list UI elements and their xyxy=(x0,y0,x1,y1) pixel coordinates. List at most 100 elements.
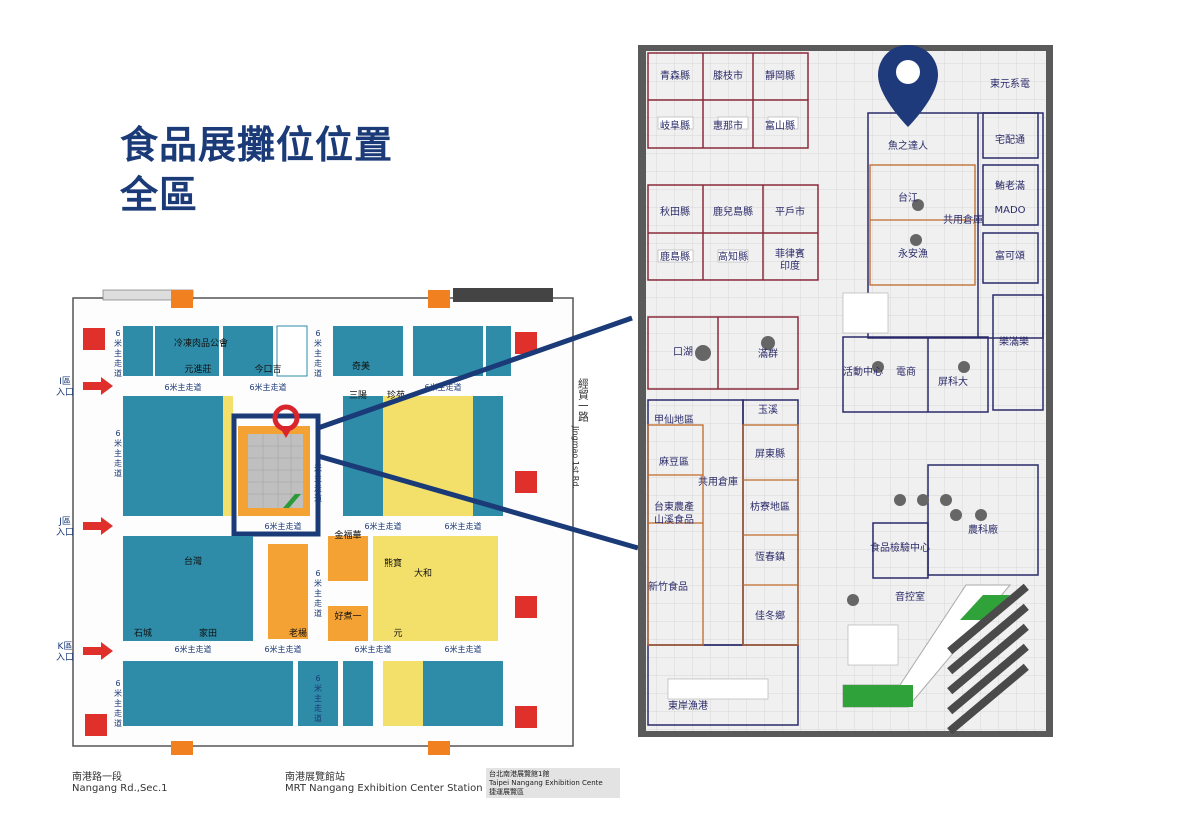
vertical-aisle-char: 道 xyxy=(114,718,122,728)
escalator-icon xyxy=(171,290,450,755)
booth-label: 山溪食品 xyxy=(654,513,694,526)
vertical-aisle-char: 6 xyxy=(315,454,320,463)
bottom-road-caption: 南港路一段 Nangang Rd.,Sec.1 xyxy=(72,772,167,794)
road-right-zh: 經貿一路 xyxy=(577,377,589,423)
entrance-label: K區 xyxy=(58,641,73,652)
vertical-aisle-char: 米 xyxy=(114,438,122,448)
booth-label: 大和 xyxy=(414,567,432,579)
hall-label-box: 台北南港展覽館1館 Taipei Nangang Exhibition Cent… xyxy=(486,768,620,798)
bottom-road-en: Nangang Rd.,Sec.1 xyxy=(72,783,168,794)
booth-label: 佳冬鄉 xyxy=(755,609,785,622)
booth-label: 東岸漁港 xyxy=(668,699,708,712)
prefecture-label: 平戶市 xyxy=(775,205,805,218)
vertical-aisle-char: 道 xyxy=(314,368,322,378)
booth-label: 屏東縣 xyxy=(755,447,785,460)
booth-label: 熊寶 xyxy=(384,557,402,569)
aisle-label: 6米主走道 xyxy=(424,382,461,392)
booth-label: 永安漁 xyxy=(898,247,928,260)
station-caption: 南港展覽館站 MRT Nangang Exhibition Center Sta… xyxy=(285,772,483,794)
vertical-aisle-char: 米 xyxy=(314,463,322,473)
booth-label: 老楊 xyxy=(289,627,307,639)
aisle-label: 6米主走道 xyxy=(264,644,301,654)
booth-label: 鮪老滿 xyxy=(995,179,1025,192)
aisle-label: 6米主走道 xyxy=(249,382,286,392)
prefecture-label: 靜岡縣 xyxy=(765,69,795,82)
booth-label: 活動中心 xyxy=(843,365,883,378)
booth-label: 元進莊 xyxy=(184,363,211,375)
booth-block-row3 xyxy=(123,536,498,641)
title-line-2: 全區 xyxy=(120,173,199,217)
vertical-aisle-char: 米 xyxy=(114,338,122,348)
vertical-aisle-char: 道 xyxy=(114,468,122,478)
prefecture-label: 青森縣 xyxy=(660,69,690,82)
booth-block-row4 xyxy=(123,661,503,726)
booth-label: 台灣 xyxy=(184,555,202,567)
booth-label: 魚之達人 xyxy=(888,139,928,152)
booth-label: 玉溪 xyxy=(758,404,778,416)
vertical-aisle-char: 主 xyxy=(314,588,322,598)
entrance-arrow-icon xyxy=(83,377,113,660)
booth-label: 甲仙地區 xyxy=(654,413,694,426)
prefecture-label: 秋田縣 xyxy=(660,205,690,218)
vertical-aisle-char: 6 xyxy=(315,674,320,683)
vertical-aisle-char: 6 xyxy=(315,569,320,578)
aisle-label: 6米主走道 xyxy=(174,644,211,654)
detail-labels: 青森縣膝枝市靜岡縣岐阜縣惠那市富山縣秋田縣鹿兒島縣平戶市鹿島縣高知縣菲律賓印度東… xyxy=(648,69,1030,712)
booth-label: 珍苑 xyxy=(387,389,405,401)
booth-label: 樂滿樂 xyxy=(999,335,1029,348)
prefecture-label: 印度 xyxy=(780,259,800,272)
booth-label: 滿群 xyxy=(758,347,778,360)
vertical-aisle-char: 走 xyxy=(114,459,122,468)
prefecture-label: 高知縣 xyxy=(718,250,748,263)
detail-floor-map[interactable]: 青森縣膝枝市靜岡縣岐阜縣惠那市富山縣秋田縣鹿兒島縣平戶市鹿島縣高知縣菲律賓印度東… xyxy=(638,45,1053,737)
vertical-aisle-char: 主 xyxy=(314,693,322,703)
vertical-aisle-char: 米 xyxy=(314,338,322,348)
vertical-aisle-char: 6 xyxy=(115,679,120,688)
booth-label: 石城 xyxy=(134,628,152,639)
hall-sub: 捷運展覽區 xyxy=(489,788,524,796)
booth-label: 口湖 xyxy=(673,346,693,358)
booth-label: MADO xyxy=(994,205,1025,216)
vertical-aisle-char: 主 xyxy=(314,348,322,358)
vertical-aisle-char: 走 xyxy=(314,359,322,368)
prefecture-label: 岐阜縣 xyxy=(660,119,690,132)
entrance-label: J區 xyxy=(58,516,71,527)
vertical-aisle-char: 走 xyxy=(114,709,122,718)
overview-floor-map[interactable]: 冷凍肉品公會元進莊奇美珍苑三陽今口吉金福華好煮一石城家田老楊熊寶台灣元大和 6米… xyxy=(43,286,588,756)
title-line-1: 食品展攤位位置 xyxy=(120,123,394,167)
prefecture-label: 鹿島縣 xyxy=(660,250,690,263)
vertical-aisle-char: 道 xyxy=(314,608,322,618)
booth-label: 屏科大 xyxy=(938,375,968,388)
prefecture-label: 惠那市 xyxy=(713,119,743,132)
prefecture-label: 富山縣 xyxy=(765,119,795,132)
booth-label: 枋寮地區 xyxy=(750,500,790,513)
booth-label: 麻豆區 xyxy=(659,455,689,468)
booth-label: 食品檢驗中心 xyxy=(870,541,930,554)
hall-zh: 台北南港展覽館1館 xyxy=(489,770,550,778)
vertical-aisle-char: 主 xyxy=(114,348,122,358)
booth-label: 台東農產 xyxy=(654,500,694,513)
station-zh: 南港展覽館站 xyxy=(285,772,345,783)
booth-label: 共用倉庫 xyxy=(943,213,983,226)
bottom-road-zh: 南港路一段 xyxy=(72,772,122,783)
hall-en: Taipei Nangang Exhibition Cente xyxy=(489,779,603,787)
booth-label: 宅配通 xyxy=(995,133,1025,146)
vertical-aisle-char: 走 xyxy=(314,704,322,713)
booth-label: 家田 xyxy=(199,627,217,639)
booth-label: 好煮一 xyxy=(334,610,361,622)
booth-label: 共用倉庫 xyxy=(698,475,738,488)
detail-location-pin-icon xyxy=(878,45,938,127)
entrance-sub-label: 入口 xyxy=(56,527,74,538)
aisle-label: 6米主走道 xyxy=(444,521,481,531)
vertical-aisle-char: 道 xyxy=(314,713,322,723)
aisle-label: 6米主走道 xyxy=(364,521,401,531)
entrance-sub-label: 入口 xyxy=(56,387,74,398)
booth-label: 農科廠 xyxy=(968,523,998,536)
vertical-aisle-char: 道 xyxy=(114,368,122,378)
booth-label: 元 xyxy=(393,629,402,639)
booth-label: 台江 xyxy=(898,191,918,204)
booth-label: 新竹食品 xyxy=(648,580,688,593)
aisle-label: 6米主走道 xyxy=(444,644,481,654)
road-right-en: Jingmao 1st Rd. xyxy=(571,425,580,489)
prefecture-label: 鹿兒島縣 xyxy=(713,205,753,218)
